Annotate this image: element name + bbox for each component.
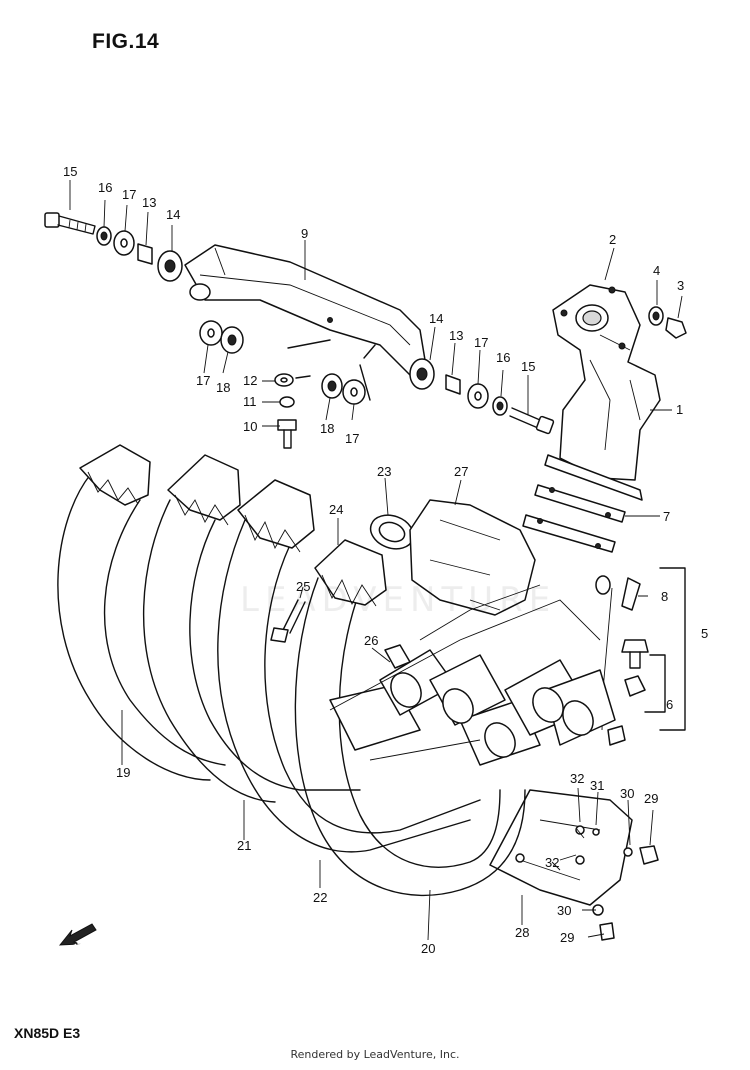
callout-17c: 17 [196, 373, 210, 388]
pipe-clamps [329, 584, 616, 766]
callout-16b: 16 [496, 350, 510, 365]
header-pipe-19 [57, 444, 226, 781]
callout-17d: 17 [345, 431, 359, 446]
callout-17: 17 [122, 187, 136, 202]
callout-14b: 14 [429, 311, 443, 326]
callout-27: 27 [454, 464, 468, 479]
callout-15b: 15 [521, 359, 535, 374]
callout-29: 29 [644, 791, 658, 806]
header-pipe-20 [294, 539, 526, 897]
callout-7: 7 [663, 509, 670, 524]
callout-29b: 29 [560, 930, 574, 945]
upper-left-mount-hardware [44, 212, 183, 282]
exhaust-connector-pipe [544, 284, 687, 501]
render-credit: Rendered by LeadVenture, Inc. [290, 1048, 460, 1061]
header-pipe-21 [142, 454, 361, 803]
callout-12: 12 [243, 373, 257, 388]
callout-18b: 18 [320, 421, 334, 436]
callout-25: 25 [296, 579, 310, 594]
callout-11: 11 [243, 394, 257, 409]
callout-5: 5 [701, 626, 708, 641]
callout-16: 16 [98, 180, 112, 195]
callout-24: 24 [329, 502, 343, 517]
fwd-label: FWD [70, 936, 90, 953]
callout-19: 19 [116, 765, 130, 780]
callout-26: 26 [364, 633, 378, 648]
callout-13: 13 [142, 195, 156, 210]
gasket-ring [369, 514, 415, 550]
callout-32: 32 [570, 771, 584, 786]
upper-right-mount-hardware [409, 358, 555, 435]
callout-14: 14 [166, 207, 180, 222]
callout-28: 28 [515, 925, 529, 940]
exhaust-hanger-bracket [184, 244, 426, 376]
callout-8: 8 [661, 589, 668, 604]
callout-23: 23 [377, 464, 391, 479]
callout-3: 3 [677, 278, 684, 293]
callout-13b: 13 [449, 328, 463, 343]
callout-30: 30 [620, 786, 634, 801]
callout-2: 2 [609, 232, 616, 247]
callout-17b: 17 [474, 335, 488, 350]
callout-32b: 32 [545, 855, 559, 870]
callout-9: 9 [301, 226, 308, 241]
model-code: XN85D E3 [14, 1025, 81, 1041]
callout-10: 10 [243, 419, 257, 434]
callout-18: 18 [216, 380, 230, 395]
callout-30b: 30 [557, 903, 571, 918]
small-fasteners [274, 339, 376, 449]
callout-4: 4 [653, 263, 660, 278]
callout-22: 22 [313, 890, 327, 905]
callout-6: 6 [666, 697, 673, 712]
figure-title: FIG.14 [92, 30, 160, 53]
fwd-arrow-icon [58, 923, 97, 946]
header-pipe-22 [217, 479, 481, 853]
callout-21: 21 [237, 838, 251, 853]
gaskets [522, 484, 626, 553]
heat-shield-cover [409, 499, 536, 616]
stud-bolt [270, 599, 306, 643]
callout-1: 1 [676, 402, 683, 417]
callout-31: 31 [590, 778, 604, 793]
callout-20: 20 [421, 941, 435, 956]
callout-15: 15 [63, 164, 77, 179]
bolt-head [44, 212, 60, 228]
